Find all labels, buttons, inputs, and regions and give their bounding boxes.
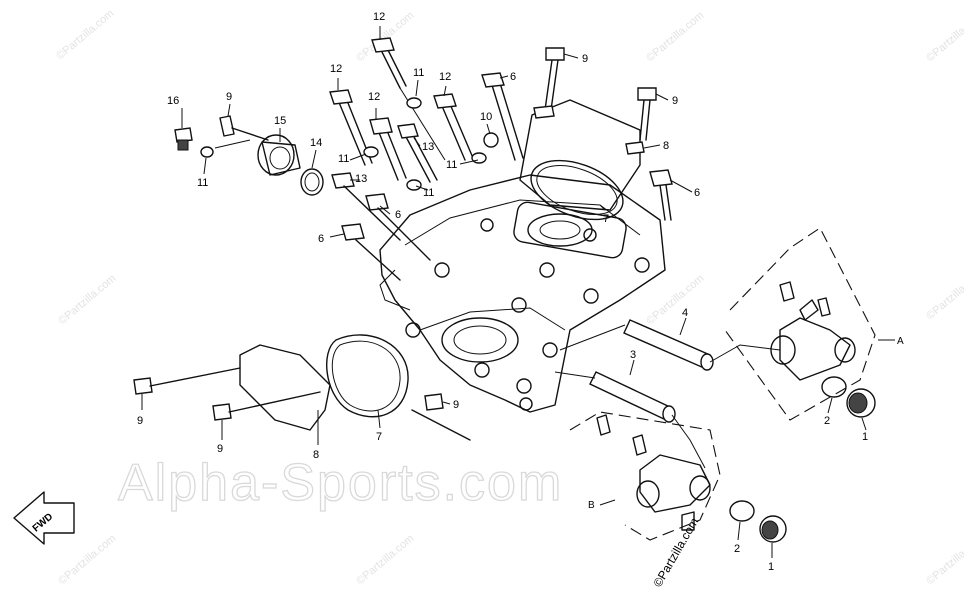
callout-11: 11	[423, 187, 434, 199]
tensioner-assembly	[174, 115, 324, 196]
top-valve-cover	[519, 99, 645, 221]
cylinder-head-body	[379, 174, 666, 413]
callout-9: 9	[582, 53, 588, 65]
callout-16: 16	[167, 95, 179, 107]
callout-1: 1	[768, 561, 774, 573]
callout-8: 8	[663, 140, 669, 152]
watermark-site: ©Partzilla.com	[924, 9, 964, 64]
callout-9: 9	[217, 443, 223, 455]
callout-labels: 16 9 15 11 14 12 12 12 12 11 11 11 11 13…	[137, 11, 904, 573]
forward-direction-arrow: FWD	[13, 491, 75, 545]
rocker-shafts	[554, 319, 714, 423]
watermark-site: ©Partzilla.com	[354, 9, 416, 64]
watermark-site: ©Partzilla.com	[924, 532, 964, 587]
callout-9: 9	[137, 415, 143, 427]
callout-9: 9	[226, 91, 232, 103]
watermark-layer: ©Partzilla.com ©Partzilla.com ©Partzilla…	[54, 7, 964, 587]
callout-12: 12	[330, 63, 342, 75]
rocker-arm-assembly-b	[569, 411, 787, 543]
callout-2: 2	[824, 415, 830, 427]
callout-10: 10	[480, 111, 492, 123]
callout-13: 13	[355, 173, 367, 185]
callout-6: 6	[510, 71, 516, 83]
callout-12: 12	[368, 91, 380, 103]
callout-12: 12	[373, 11, 385, 23]
corner-watermark: ©Partzilla.com	[650, 515, 701, 589]
callout-6: 6	[318, 233, 324, 245]
callout-9: 9	[672, 95, 678, 107]
callout-7: 7	[603, 213, 609, 225]
callout-15: 15	[274, 115, 286, 127]
callout-11: 11	[338, 153, 349, 165]
callout-6: 6	[395, 209, 401, 221]
side-cover	[133, 334, 471, 441]
callout-9: 9	[453, 399, 459, 411]
fwd-label: FWD	[31, 511, 56, 534]
callout-7: 7	[376, 431, 382, 443]
callout-6: 6	[694, 187, 700, 199]
callout-4: 4	[682, 307, 688, 319]
callout-12: 12	[439, 71, 451, 83]
leader-lines	[141, 26, 895, 558]
callout-2: 2	[734, 543, 740, 555]
callout-13: 13	[422, 141, 434, 153]
callout-1: 1	[862, 431, 868, 443]
watermark-site: ©Partzilla.com	[56, 272, 118, 327]
callout-3: 3	[630, 349, 636, 361]
callout-14: 14	[310, 137, 322, 149]
callout-11: 11	[446, 159, 457, 171]
watermark-site: ©Partzilla.com	[54, 7, 116, 62]
reference-letter-a: A	[897, 336, 904, 347]
watermark-brand: Alpha-Sports.com	[118, 454, 563, 512]
callout-11: 11	[413, 67, 424, 79]
watermark-site: ©Partzilla.com	[56, 532, 118, 587]
callout-11: 11	[197, 177, 208, 189]
reference-letter-b: B	[588, 500, 595, 511]
watermark-site: ©Partzilla.com	[924, 267, 964, 322]
callout-8: 8	[313, 449, 319, 461]
rocker-arm-assembly-a	[709, 227, 876, 421]
head-bolts	[200, 37, 673, 281]
watermark-site: ©Partzilla.com	[644, 9, 706, 64]
watermark-site: ©Partzilla.com	[644, 272, 706, 327]
watermark-site: ©Partzilla.com	[354, 532, 416, 587]
